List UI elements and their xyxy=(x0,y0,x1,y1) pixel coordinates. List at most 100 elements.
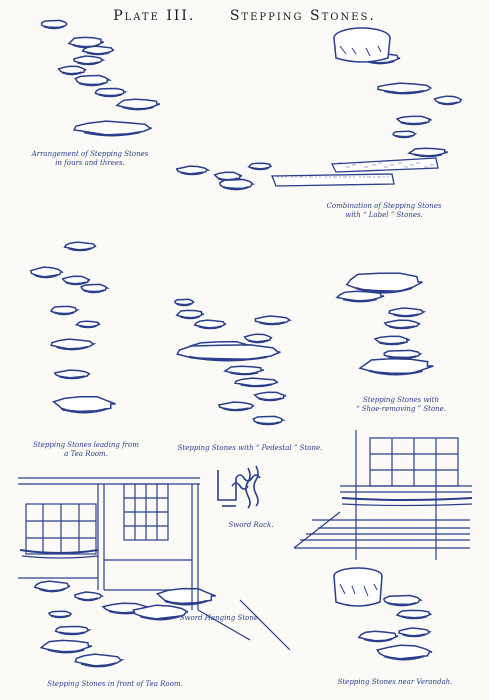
stone-shadow xyxy=(59,631,85,636)
verandah xyxy=(293,430,473,560)
slab-speckle xyxy=(325,176,327,178)
slab-speckle xyxy=(285,176,287,178)
stone-shadow xyxy=(342,297,378,303)
stone-shadow xyxy=(198,325,222,330)
stone-shadow xyxy=(83,289,105,294)
stone-shadow xyxy=(77,61,99,66)
slab-speckle xyxy=(373,176,375,178)
stone-shadow xyxy=(79,324,97,329)
label-stones xyxy=(271,157,439,187)
caption-line: Stepping Stones leading from xyxy=(33,441,139,449)
slab-speckle xyxy=(354,164,356,166)
caption-line: with “ Label ” Stones. xyxy=(345,211,423,219)
slab-speckle xyxy=(305,176,307,178)
slab-speckle xyxy=(410,164,412,166)
stone-shadow xyxy=(68,247,92,252)
slab-speckle xyxy=(377,176,379,178)
stone-shadow xyxy=(164,599,208,606)
stone-shadow xyxy=(401,121,427,126)
stone-shadow xyxy=(65,281,87,286)
caption-sword-rack: Sword Rack. xyxy=(216,521,286,530)
slab-speckle xyxy=(412,164,414,166)
slab-speckle xyxy=(315,176,317,178)
stone-shadow xyxy=(384,89,424,95)
slab-speckle xyxy=(366,166,368,168)
slab-speckle xyxy=(384,166,386,168)
stone-shadow xyxy=(256,421,280,426)
stone-shadow xyxy=(80,662,116,668)
stone-shadow xyxy=(247,339,269,344)
caption-line: Stepping Stones with xyxy=(362,396,439,404)
slab-speckle xyxy=(343,176,345,178)
caption-label-stones: Combination of Stepping Stones with “ La… xyxy=(320,202,448,220)
slab-speckle xyxy=(369,176,371,178)
stone-shadow xyxy=(176,302,192,307)
caption-sword-hanging: Sword Hanging Stone. xyxy=(170,614,270,623)
slab-speckle xyxy=(338,162,340,164)
caption-line: in fours and threes. xyxy=(55,159,125,167)
slab-speckle xyxy=(311,176,313,178)
slab-speckle xyxy=(380,162,382,164)
tea-room-wall xyxy=(18,477,291,651)
slab-speckle xyxy=(346,166,348,168)
slab-speckle xyxy=(348,166,350,168)
slab-speckle xyxy=(378,162,380,164)
slab-speckle xyxy=(277,176,279,178)
stone-shadow xyxy=(413,153,443,158)
caption-front-tea-room: Stepping Stones in front of Tea Room. xyxy=(40,680,190,689)
stone-shadow xyxy=(402,633,426,638)
slab-speckle xyxy=(309,176,311,178)
slab-speckle xyxy=(295,176,297,178)
stone-shadow xyxy=(395,134,413,139)
stone-shadow xyxy=(363,637,393,643)
slab-speckle xyxy=(383,176,385,178)
stone-shadow xyxy=(51,614,69,619)
slab-speckle xyxy=(353,176,355,178)
stone-shadow xyxy=(34,273,58,279)
pedestal-stone-right xyxy=(333,567,383,607)
slab-speckle xyxy=(367,176,369,178)
stone-shadow xyxy=(389,325,415,330)
slab-speckle xyxy=(291,176,293,178)
slab-speckle xyxy=(358,162,360,164)
slab-speckle xyxy=(426,166,428,168)
caption-line: a Tea Room. xyxy=(64,450,108,458)
plate-title: Plate III. Stepping Stones. xyxy=(0,8,489,24)
slab-speckle xyxy=(404,166,406,168)
slab-speckle xyxy=(363,176,365,178)
stone-shadow xyxy=(384,655,424,661)
caption-line: “ Shoe-removing ” Stone. xyxy=(355,405,447,413)
slab-speckle xyxy=(299,176,301,178)
slab-speckle xyxy=(406,166,408,168)
slab-speckle xyxy=(424,166,426,168)
caption-line: Stepping Stones with “ Pedestal ” Stone. xyxy=(177,444,323,452)
caption-line: Stepping Stones in front of Tea Room. xyxy=(47,680,183,688)
caption-verandah: Stepping Stones near Verandah. xyxy=(330,678,460,687)
slab-speckle xyxy=(400,162,402,164)
stone-shadow xyxy=(59,375,85,380)
stone-shadow xyxy=(188,355,268,362)
stone-shadow xyxy=(251,166,269,171)
slab-speckle xyxy=(329,176,331,178)
stone-shadow xyxy=(47,648,85,654)
stone-shadow xyxy=(61,71,83,76)
stone-shadow xyxy=(86,51,110,56)
caption-shoe-removing: Stepping Stones with “ Shoe-removing ” S… xyxy=(346,396,456,414)
slab-speckle xyxy=(301,176,303,178)
slab-speckle xyxy=(387,176,389,178)
caption-fours-threes: Arrangement of Stepping Stones in fours … xyxy=(30,150,150,168)
caption-line: Sword Hanging Stone. xyxy=(179,614,261,622)
stone-shadow xyxy=(79,81,105,87)
slab-speckle xyxy=(374,164,376,166)
slab-speckle xyxy=(430,164,432,166)
slab-speckle xyxy=(349,176,351,178)
stepping-stone xyxy=(132,604,189,620)
stone-shadow xyxy=(355,286,413,294)
caption-line: Sword Rack. xyxy=(228,521,274,529)
stone-shadow xyxy=(229,371,259,376)
slab-speckle xyxy=(339,176,341,178)
stone-shadow xyxy=(379,341,405,346)
slab-speckle xyxy=(386,166,388,168)
stone-shadow xyxy=(258,397,282,402)
slab-speckle xyxy=(340,162,342,164)
